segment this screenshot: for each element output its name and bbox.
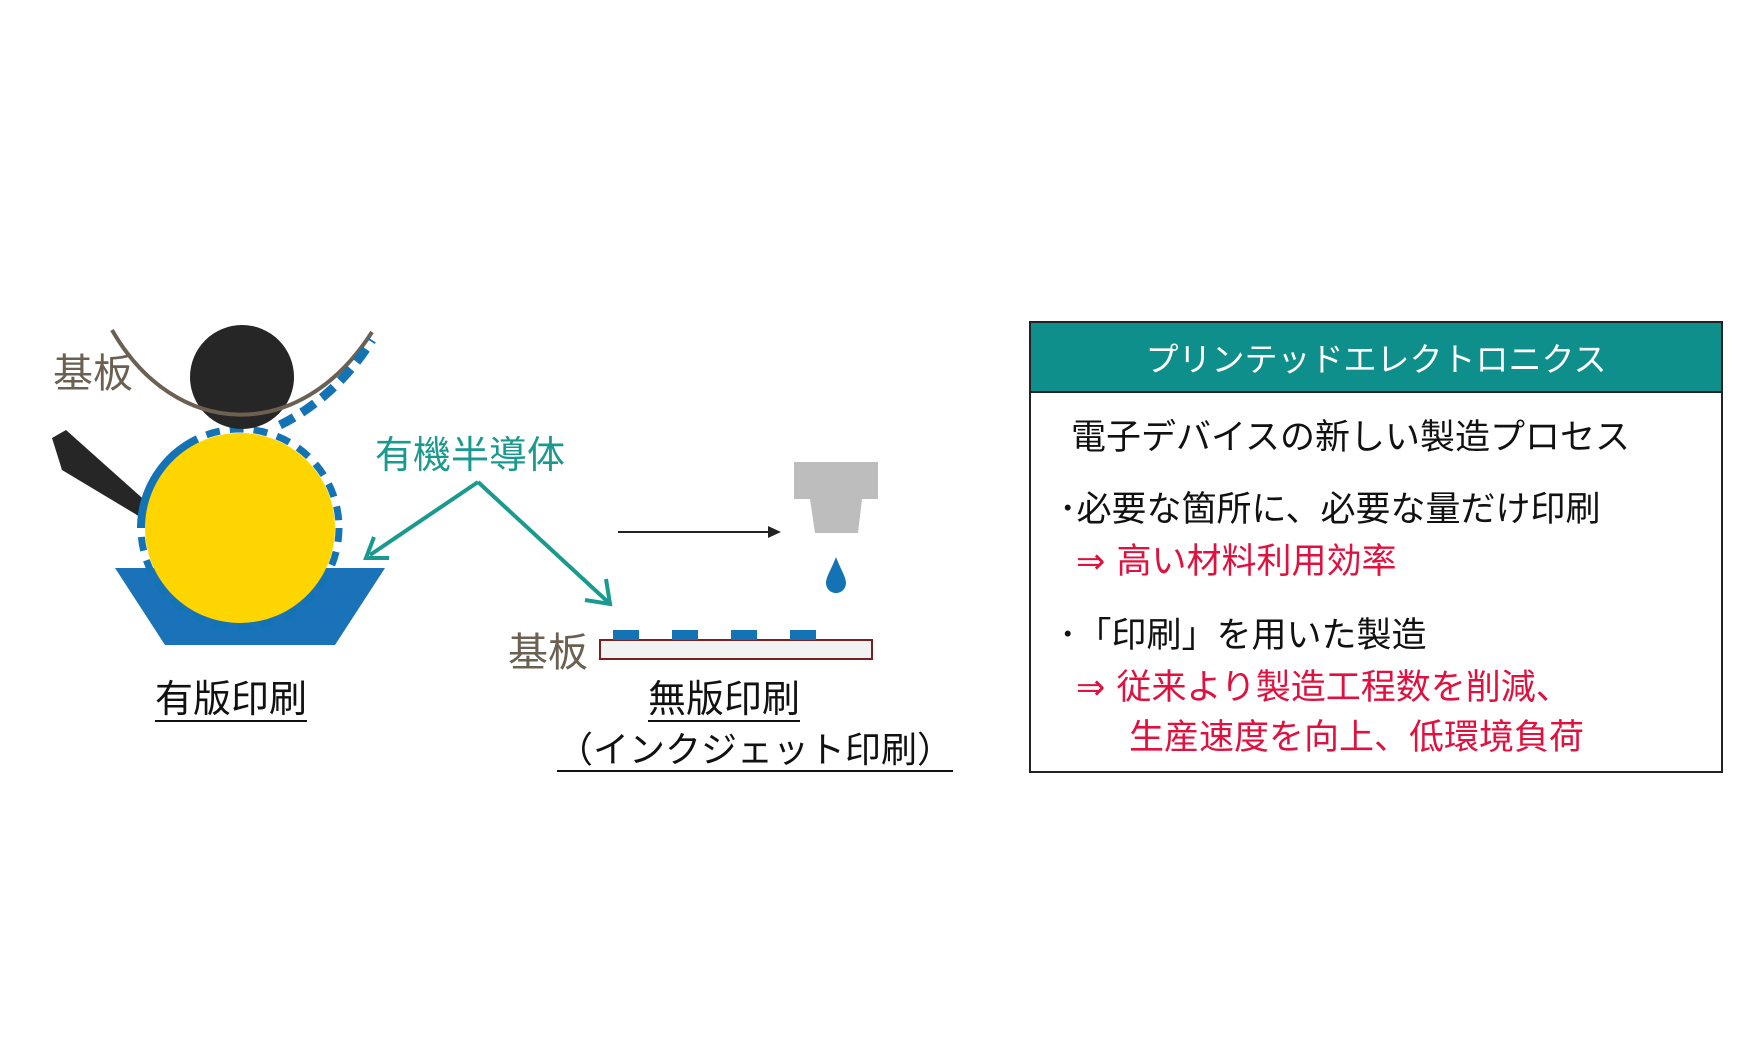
info-point-1-result: ⇒ 高い材料利用効率 xyxy=(1076,542,1397,582)
nozzle-motion-arrowhead xyxy=(768,526,781,538)
inkjet-nozzle xyxy=(794,462,878,533)
arrow-to-inkjet xyxy=(476,480,610,604)
arrow-to-plate-printing-head xyxy=(363,536,389,560)
arrow-to-plate-printing xyxy=(368,480,480,557)
printing-roller-yellow xyxy=(137,425,343,631)
impression-roller-black xyxy=(190,325,294,429)
printed-ink-on-substrate xyxy=(277,337,376,430)
info-box-lead: 電子デバイスの新しい製造プロセス xyxy=(1071,418,1630,458)
plate-printing-caption: 有版印刷 xyxy=(155,677,308,721)
printed-pattern xyxy=(613,630,816,640)
doctor-blade xyxy=(52,430,150,518)
substrate-label-left: 基板 xyxy=(53,351,133,397)
ink-droplet xyxy=(826,557,846,593)
arrow-to-inkjet-head xyxy=(584,578,613,607)
info-point-2-result-line-2: 生産速度を向上、低環境負荷 xyxy=(1129,718,1585,758)
inkjet-printing-caption: （インクジェット印刷） xyxy=(557,730,954,771)
info-point-2: ･「印刷」を用いた製造 xyxy=(1059,616,1427,656)
organic-semiconductor-label: 有機半導体 xyxy=(375,433,566,477)
printed-electronics-info-box: プリンテッドエレクトロニクス 電子デバイスの新しい製造プロセス ･必要な箇所に、… xyxy=(1029,321,1723,773)
info-point-1: ･必要な箇所に、必要な量だけ印刷 xyxy=(1059,490,1601,530)
substrate-film xyxy=(110,329,374,417)
substrate-label-right: 基板 xyxy=(508,630,588,676)
info-point-2-result-line-1: ⇒ 従来より製造工程数を削減、 xyxy=(1076,668,1571,708)
plateless-printing-caption: 無版印刷 xyxy=(648,677,801,721)
inkjet-substrate-strip xyxy=(599,639,873,660)
info-box-title: プリンテッドエレクトロニクス xyxy=(1031,323,1721,393)
